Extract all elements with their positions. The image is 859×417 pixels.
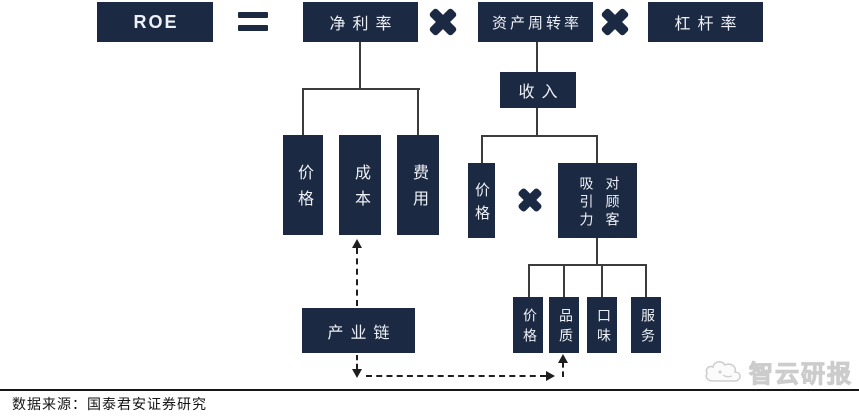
node-factor-price: 价格 (513, 297, 543, 353)
cloud-logo-icon (705, 360, 741, 382)
connector-line (645, 264, 647, 297)
connector-line (481, 135, 483, 163)
connector-line (481, 135, 598, 137)
node-expense: 费用 (397, 135, 439, 235)
connector-line (536, 42, 538, 72)
dashed-arrow-to-quality (562, 362, 564, 377)
arrow-right-icon (546, 371, 555, 381)
arrow-up-icon (352, 239, 362, 248)
arrow-down-icon (352, 369, 362, 378)
arrow-up-icon (558, 354, 568, 363)
node-industry-chain: 产业链 (302, 308, 415, 353)
node-price: 价格 (283, 135, 323, 235)
node-factor-taste: 口味 (587, 297, 617, 353)
connector-line (359, 42, 361, 89)
connector-line (417, 88, 419, 135)
node-leverage: 杠杆率 (648, 2, 763, 42)
brand-watermark-label: 智云研报 (749, 361, 853, 389)
connector-line (596, 135, 598, 163)
connector-line (596, 238, 598, 265)
node-factor-quality: 品质 (549, 297, 579, 353)
node-customer-attractiveness: 对顾客 吸引力 (558, 163, 637, 238)
equals-icon (238, 12, 268, 31)
connector-line (536, 108, 538, 136)
node-roe: ROE (97, 2, 213, 42)
connector-line (302, 88, 420, 90)
data-source-text: 数据来源：国泰君安证券研究 (12, 398, 207, 413)
multiply-icon (601, 8, 629, 36)
dashed-arrow-to-cost (356, 248, 358, 306)
connector-line (528, 264, 530, 297)
connector-line (601, 264, 603, 297)
multiply-icon (517, 187, 542, 212)
node-factor-service: 服务 (631, 297, 661, 353)
node-revenue: 收入 (500, 72, 576, 108)
node-cost: 成本 (339, 135, 381, 235)
connector-line (302, 88, 304, 135)
node-price-mid: 价格 (468, 163, 495, 238)
brand-watermark: 智云研报 (703, 354, 853, 389)
multiply-icon (429, 8, 457, 36)
node-asset-turnover: 资产周转率 (478, 2, 593, 42)
node-net-profit-margin: 净利率 (303, 2, 418, 42)
footer-divider (0, 389, 859, 391)
dashed-arrow-horizontal (366, 375, 546, 377)
connector-line (563, 264, 565, 297)
connector-line (528, 264, 647, 266)
dashed-arrow-down (356, 355, 358, 369)
